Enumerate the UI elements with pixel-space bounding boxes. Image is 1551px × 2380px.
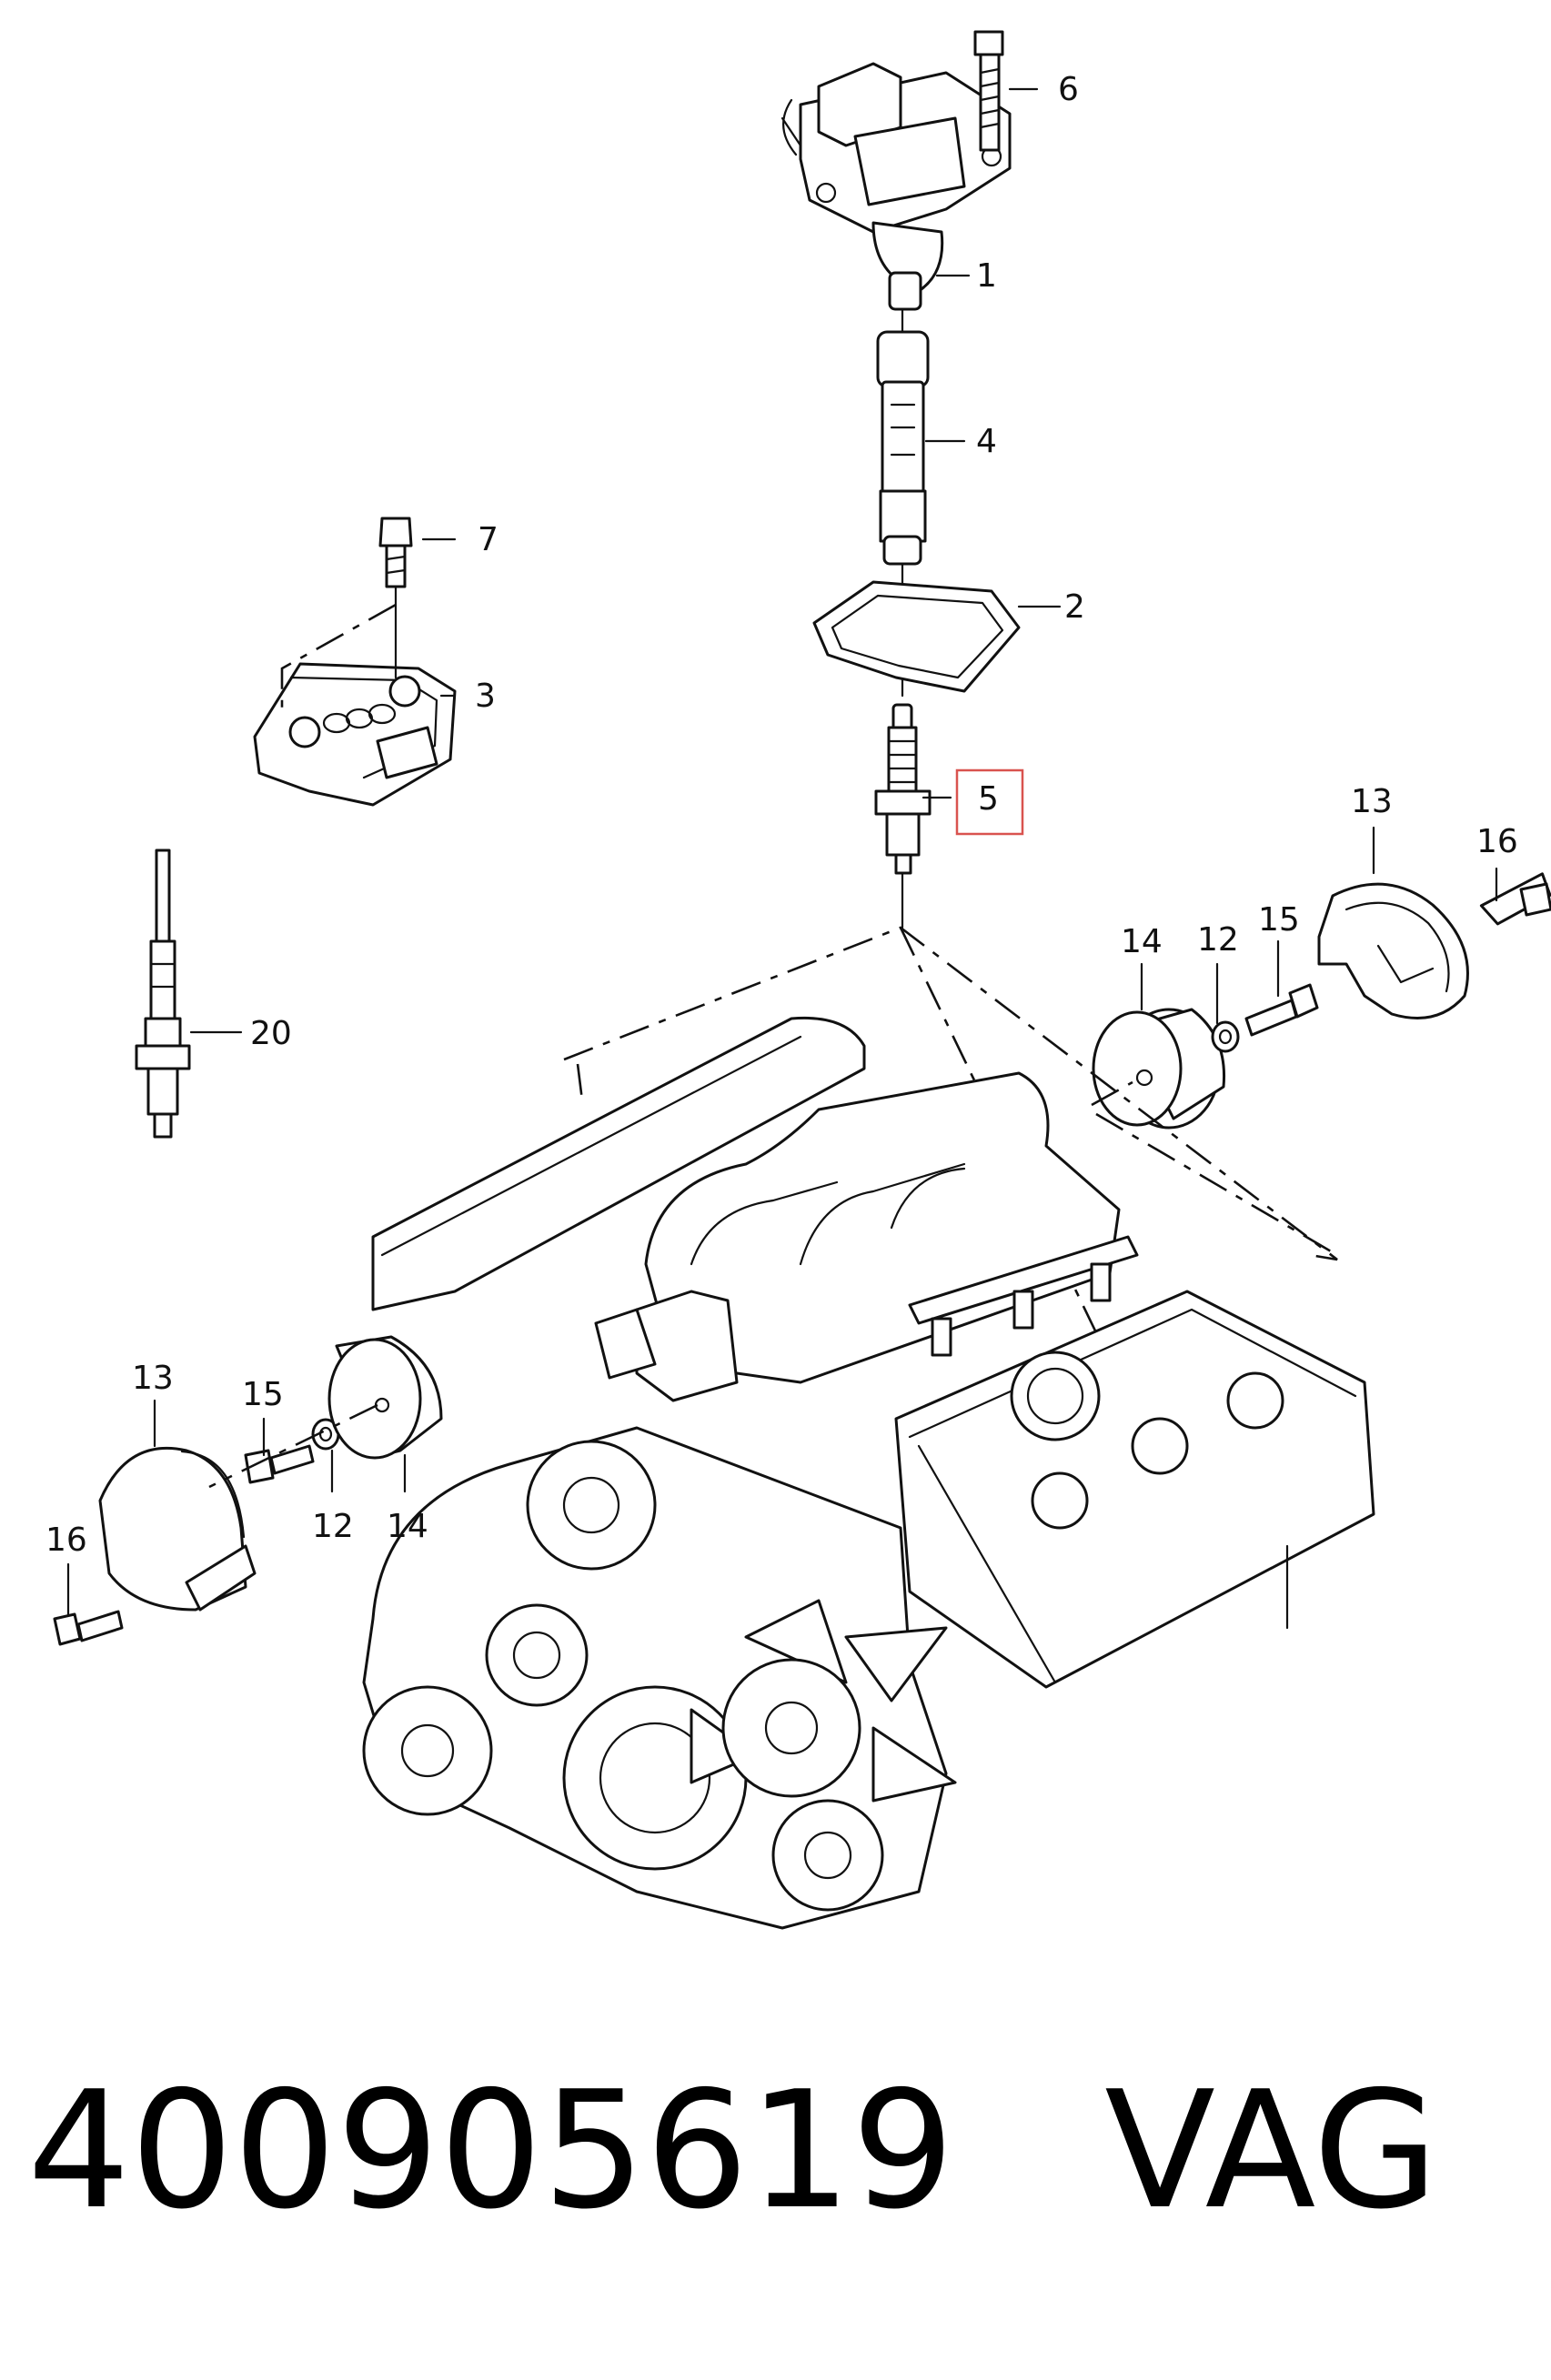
callout-5: 5 [978,780,999,818]
engine-assembly [362,926,1375,1930]
spark-plug [874,703,932,875]
right-bolt-16 [1479,872,1551,926]
callout-3: 3 [475,678,496,715]
left-washer-12 [311,1418,340,1451]
right-bolt-15 [1244,983,1319,1037]
left-cover [98,1446,257,1612]
right-washer-12 [1211,1020,1240,1053]
ignition-coil [781,62,1012,311]
callout-6: 6 [1058,71,1079,108]
spark-plug-connector [876,330,930,566]
gasket [812,580,1021,693]
left-mount-14 [327,1335,443,1460]
callout-4: 4 [976,423,997,460]
right-cover [1317,882,1469,1019]
callout-15-left: 15 [242,1376,284,1413]
left-bolt-16 [53,1610,124,1646]
callout-12-left: 12 [312,1508,354,1545]
callout-16-right: 16 [1476,823,1518,860]
callout-20: 20 [250,1015,292,1052]
callout-1: 1 [976,257,997,295]
callout-5-highlight [955,768,1024,836]
coil-bolt [973,30,1004,152]
control-module [253,662,457,807]
module-bolt [378,517,413,588]
callout-2: 2 [1064,588,1085,626]
callout-15-right: 15 [1258,901,1300,939]
right-mount-14 [1092,1008,1226,1130]
callout-16-left: 16 [45,1521,87,1559]
glow-plug [135,849,191,1139]
callout-12-right: 12 [1197,921,1239,959]
callout-13-right: 13 [1351,783,1393,820]
callout-7: 7 [478,521,499,558]
callout-13-left: 13 [132,1360,174,1397]
brand-name: VAG [1104,2056,1439,2244]
part-number: 400905619 [27,2056,955,2244]
callout-14-left: 14 [387,1508,428,1545]
callout-14-right: 14 [1121,923,1163,960]
